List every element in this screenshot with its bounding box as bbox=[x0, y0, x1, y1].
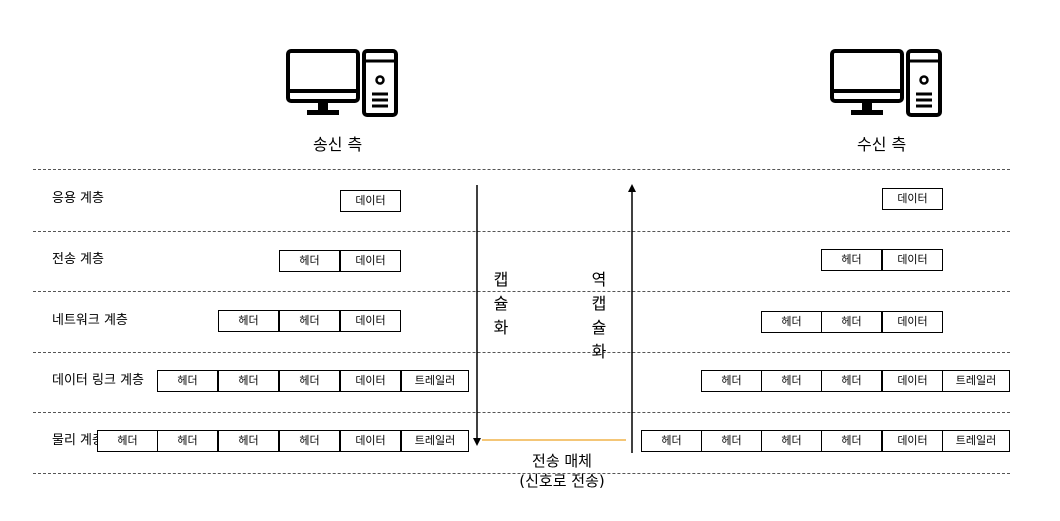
sender-physical-header-cell: 헤더 bbox=[279, 430, 340, 452]
separator-line bbox=[33, 231, 1010, 232]
sender-datalink-header-cell: 헤더 bbox=[157, 370, 218, 392]
sender-datalink-data-cell: 데이터 bbox=[340, 370, 401, 392]
sender-network-data-cell: 데이터 bbox=[340, 310, 401, 332]
sender-physical-data-cell: 데이터 bbox=[340, 430, 401, 452]
receiver-physical-trailer-cell: 트레일러 bbox=[942, 430, 1010, 452]
receiver-network-header-cell: 헤더 bbox=[761, 311, 822, 333]
sender-physical-header-cell: 헤더 bbox=[218, 430, 279, 452]
receiver-physical-header-cell: 헤더 bbox=[641, 430, 702, 452]
sender-physical-header-cell: 헤더 bbox=[97, 430, 158, 452]
separator-line bbox=[33, 169, 1010, 170]
separator-line bbox=[33, 291, 1010, 292]
transmission-medium-line bbox=[482, 439, 626, 441]
receiver-datalink-header-cell: 헤더 bbox=[761, 370, 822, 392]
sender-physical-header-cell: 헤더 bbox=[157, 430, 218, 452]
layer-label-datalink: 데이터 링크 계층 bbox=[52, 373, 144, 388]
receiver-physical-data-cell: 데이터 bbox=[882, 430, 943, 452]
transmission-medium-label: 전송 매체 (신호로 전송) bbox=[519, 452, 605, 490]
encapsulation-arrow bbox=[473, 185, 481, 446]
encapsulation-label: 캡 슐 화 bbox=[493, 270, 509, 337]
receiver-transport-data-cell: 데이터 bbox=[882, 249, 943, 271]
receiver-datalink-header-cell: 헤더 bbox=[821, 370, 882, 392]
receiver-physical-header-cell: 헤더 bbox=[701, 430, 762, 452]
layer-label-network: 네트워크 계층 bbox=[52, 313, 128, 328]
receiver-network-header-cell: 헤더 bbox=[821, 311, 882, 333]
receiver-network-data-cell: 데이터 bbox=[882, 311, 943, 333]
sender-computer-icon bbox=[286, 49, 398, 117]
receiver-datalink-data-cell: 데이터 bbox=[882, 370, 943, 392]
receiver-app-data-cell: 데이터 bbox=[882, 188, 943, 210]
layer-label-application: 응용 계층 bbox=[52, 191, 104, 206]
sender-physical-trailer-cell: 트레일러 bbox=[401, 430, 469, 452]
sender-app-data-cell: 데이터 bbox=[340, 190, 401, 212]
sender-datalink-header-cell: 헤더 bbox=[218, 370, 279, 392]
receiver-transport-header-cell: 헤더 bbox=[821, 249, 882, 271]
decapsulation-label: 역 캡 슐 화 bbox=[591, 270, 607, 361]
receiver-physical-header-cell: 헤더 bbox=[761, 430, 822, 452]
sender-transport-header-cell: 헤더 bbox=[279, 250, 340, 272]
decapsulation-arrow bbox=[628, 184, 636, 453]
receiver-datalink-header-cell: 헤더 bbox=[701, 370, 762, 392]
sender-title: 송신 측 bbox=[313, 135, 363, 154]
separator-line bbox=[33, 352, 1010, 353]
receiver-computer-icon bbox=[830, 49, 942, 117]
separator-line bbox=[33, 412, 1010, 413]
receiver-title: 수신 측 bbox=[857, 135, 907, 154]
sender-datalink-header-cell: 헤더 bbox=[279, 370, 340, 392]
layer-label-physical: 물리 계층 bbox=[52, 433, 104, 448]
sender-network-header-cell: 헤더 bbox=[218, 310, 279, 332]
receiver-datalink-trailer-cell: 트레일러 bbox=[942, 370, 1010, 392]
layer-label-transport: 전송 계층 bbox=[52, 252, 104, 267]
sender-datalink-trailer-cell: 트레일러 bbox=[401, 370, 469, 392]
sender-network-header-cell: 헤더 bbox=[279, 310, 340, 332]
separator-line bbox=[33, 473, 1010, 474]
receiver-physical-header-cell: 헤더 bbox=[821, 430, 882, 452]
sender-transport-data-cell: 데이터 bbox=[340, 250, 401, 272]
